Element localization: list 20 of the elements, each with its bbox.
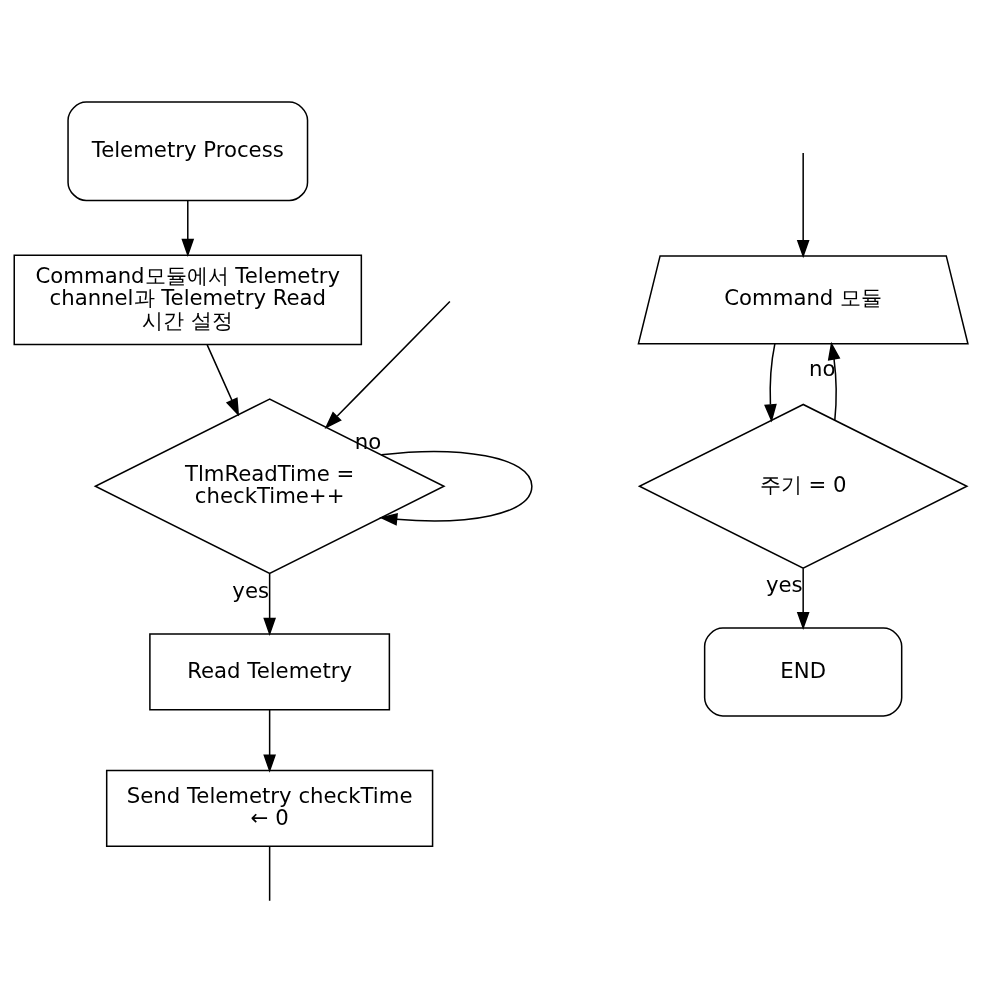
node-box: Read Telemetry xyxy=(149,632,391,711)
arrow xyxy=(263,572,276,636)
connector xyxy=(268,845,271,901)
arrow xyxy=(796,567,810,630)
edge-label: no xyxy=(354,428,382,454)
node-box: Telemetry Process xyxy=(67,100,309,201)
arrow xyxy=(324,300,451,429)
edge-label: no xyxy=(809,355,836,381)
arrow xyxy=(764,342,777,422)
arrow xyxy=(206,343,240,416)
arrow xyxy=(379,450,533,526)
arrow xyxy=(827,341,841,421)
edge-label: yes xyxy=(232,577,270,603)
node-box: Command모듈에서 Telemetry channel과 Telemetry Read 시간 설정 xyxy=(13,253,363,345)
arrow xyxy=(796,151,810,258)
arrow xyxy=(181,199,195,257)
edge-label: yes xyxy=(765,571,803,597)
arrow xyxy=(263,708,276,773)
node-box: Send Telemetry checkTime ← 0 xyxy=(105,769,434,847)
node-box: END xyxy=(703,626,903,717)
